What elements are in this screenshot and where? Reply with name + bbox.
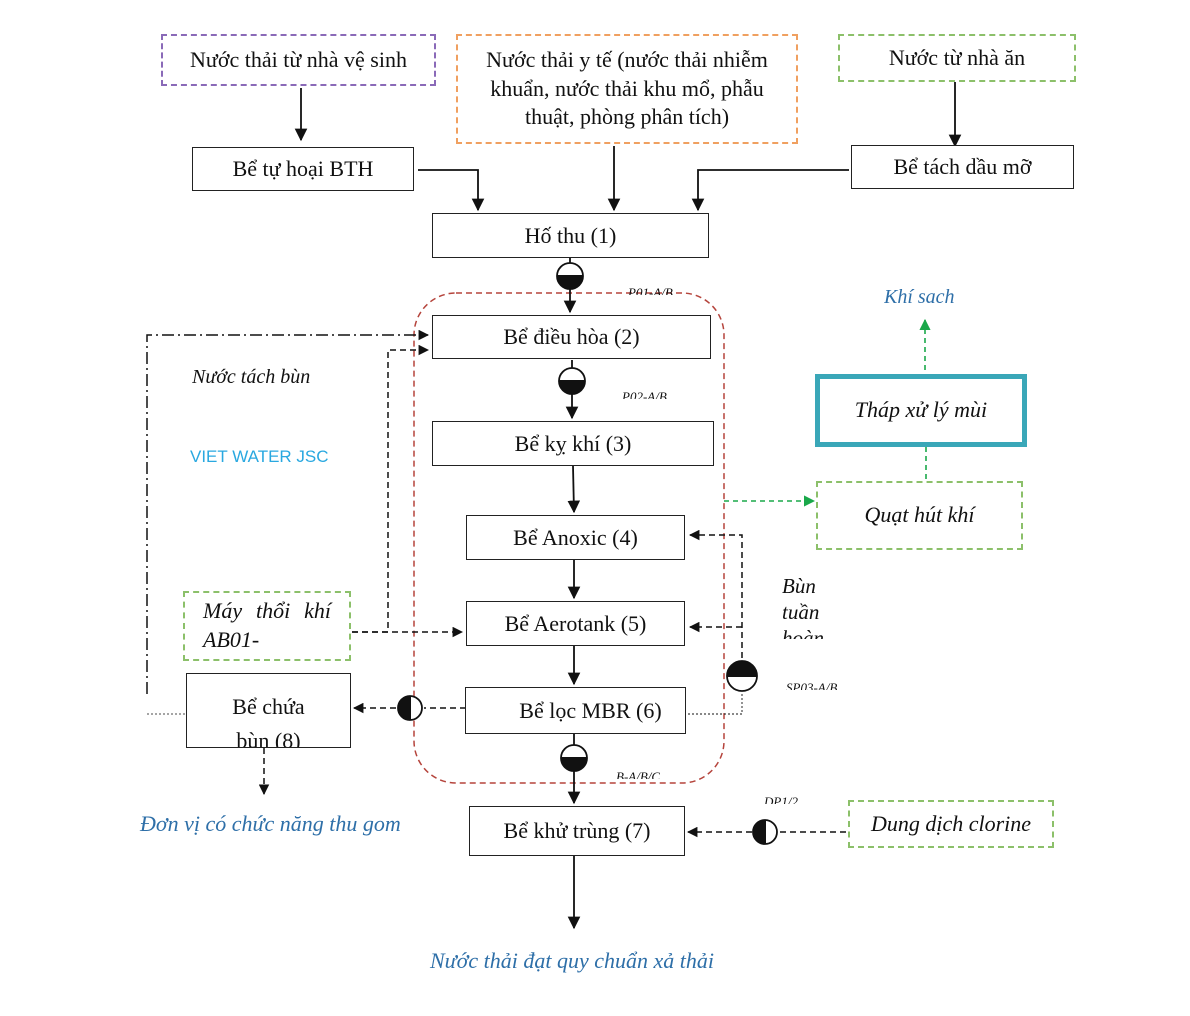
pump-label-p02: P02-A/B — [622, 389, 667, 399]
sludge-tank-label: Bể chứa bùn (8) — [232, 694, 305, 748]
collection-pit-label: Hố thu (1) — [524, 222, 617, 248]
equalization-tank-box: Bể điều hòa (2) — [432, 315, 711, 359]
pump-label-p03: B-A/B/C — [616, 769, 661, 779]
exhaust-fan-box: Quạt hút khí — [816, 481, 1023, 550]
grease-trap-label: Bể tách dầu mỡ — [893, 154, 1032, 179]
recirc-to-anoxic — [688, 529, 743, 658]
anaerobic-tank-label: Bể kỵ khí (3) — [514, 430, 632, 456]
exhaust-fan-label: Quạt hút khí — [864, 502, 975, 528]
chlorine-box: Dung dịch clorine — [848, 800, 1054, 848]
collector-label: Đơn vị có chức năng thu gom — [140, 811, 401, 836]
equalization-tank-label: Bể điều hòa (2) — [503, 324, 640, 349]
anoxic-tank-box: Bể Anoxic (4) — [466, 515, 685, 560]
pump-icon-dp — [752, 819, 778, 845]
arrow-septic-to-pit — [418, 169, 485, 212]
blower-box: Máy thổi khí AB01- — [183, 591, 351, 661]
pump-label-sp03: SP03-A/B — [786, 680, 838, 690]
treatment-zone-boundary — [413, 292, 725, 784]
grease-trap-box: Bể tách dầu mỡ — [851, 145, 1074, 189]
sludge-water-return-line — [146, 329, 430, 694]
blower-label: Máy thổi khí AB01- — [203, 598, 331, 652]
pump-icon-sp03 — [726, 660, 758, 692]
pump-icon-p01 — [556, 262, 584, 290]
source-medical-box: Nước thải y tế (nước thải nhiễm khuẩn, n… — [456, 34, 798, 144]
arrow-anaerobic-to-anoxic — [567, 465, 581, 514]
anoxic-tank-label: Bể Anoxic (4) — [513, 524, 638, 550]
odor-tower-label: Tháp xử lý mùi — [854, 397, 988, 423]
watermark-label: VIET WATER JSC — [190, 447, 329, 466]
sludge-tank-box: Bể chứa bùn (8) — [186, 673, 351, 748]
disinfection-tank-label: Bể khử trùng (7) — [503, 818, 651, 843]
anaerobic-tank-box: Bể kỵ khí (3) — [432, 421, 714, 466]
mbr-tank-label: Bể lọc MBR (6) — [519, 697, 662, 723]
odor-tower-box: Tháp xử lý mùi — [815, 374, 1027, 447]
pump-icon-p03 — [560, 744, 588, 772]
disinfection-tank-box: Bể khử trùng (7) — [469, 806, 685, 856]
source-kitchen-box: Nước từ nhà ăn — [838, 34, 1076, 82]
source-toilet-label: Nước thải từ nhà vệ sinh — [190, 47, 407, 72]
pump-label-p01: P01-A/B — [628, 285, 673, 295]
septic-tank-label: Bể tự hoại BTH — [232, 156, 374, 181]
arrow-grease-to-pit — [691, 169, 849, 212]
aerotank-label: Bể Aerotank (5) — [504, 610, 647, 636]
sludge-water-label: Nước tách bùn — [192, 366, 311, 384]
septic-tank-box: Bể tự hoại BTH — [192, 147, 414, 191]
source-kitchen-label: Nước từ nhà ăn — [888, 45, 1026, 70]
outlet-label: Nước thải đạt quy chuẩn xả thải — [430, 948, 715, 973]
clean-air-label: Khí sạch — [884, 286, 955, 304]
chlorine-label: Dung dịch clorine — [870, 811, 1032, 836]
source-toilet-box: Nước thải từ nhà vệ sinh — [161, 34, 436, 86]
recirculation-label: Bùn tuần hoàn — [782, 574, 824, 639]
pump-label-dp: DP1/2 — [764, 794, 798, 804]
source-medical-label: Nước thải y tế (nước thải nhiễm khuẩn, n… — [486, 47, 768, 130]
aerotank-box: Bể Aerotank (5) — [466, 601, 685, 646]
pump-icon-p02 — [558, 367, 586, 395]
pump-icon-sludge — [397, 695, 423, 721]
air-line-to-equalization — [352, 344, 430, 633]
collection-pit-box: Hố thu (1) — [432, 213, 709, 258]
mbr-tank-box: Bể lọc MBR (6) — [465, 687, 686, 734]
